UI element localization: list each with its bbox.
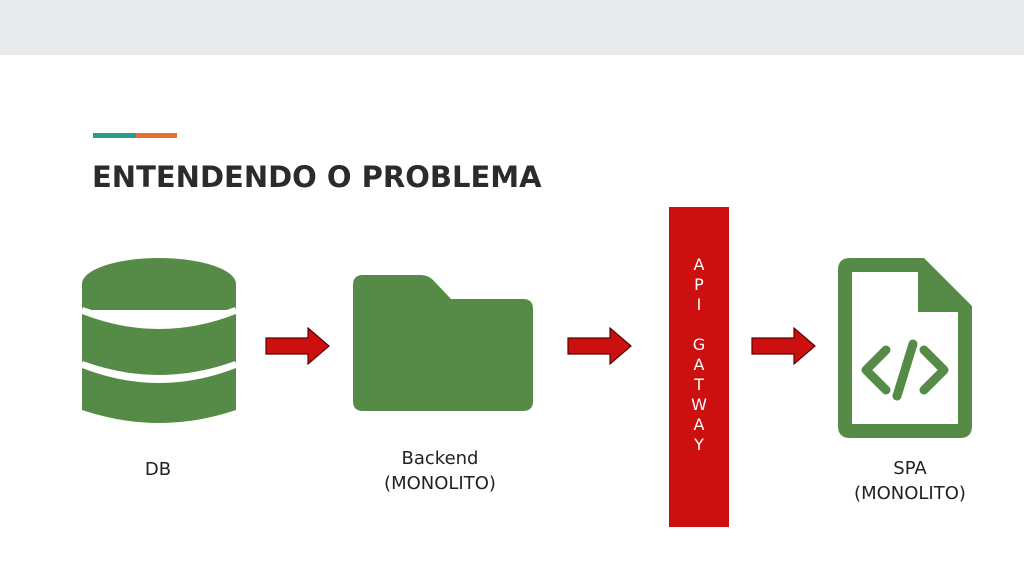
api-gateway-bar: A P I G A T W A Y [669, 207, 729, 527]
backend-label: Backend (MONOLITO) [384, 448, 496, 494]
spa-label: SPA (MONOLITO) [854, 458, 966, 504]
api-gateway-label: A P I G A T W A Y [691, 255, 707, 454]
top-bar [0, 0, 1024, 55]
db-label: DB [144, 459, 172, 480]
title-accent-teal [93, 133, 136, 138]
arrow-backend-to-gateway [567, 327, 632, 365]
page-title: ENTENDENDO O PROBLEMA [92, 160, 542, 194]
folder-icon [353, 275, 533, 411]
database-icon [82, 258, 236, 423]
title-accent-orange [136, 133, 177, 138]
code-file-icon [838, 258, 972, 438]
arrow-gateway-to-spa [751, 327, 816, 365]
arrow-db-to-backend [265, 327, 330, 365]
